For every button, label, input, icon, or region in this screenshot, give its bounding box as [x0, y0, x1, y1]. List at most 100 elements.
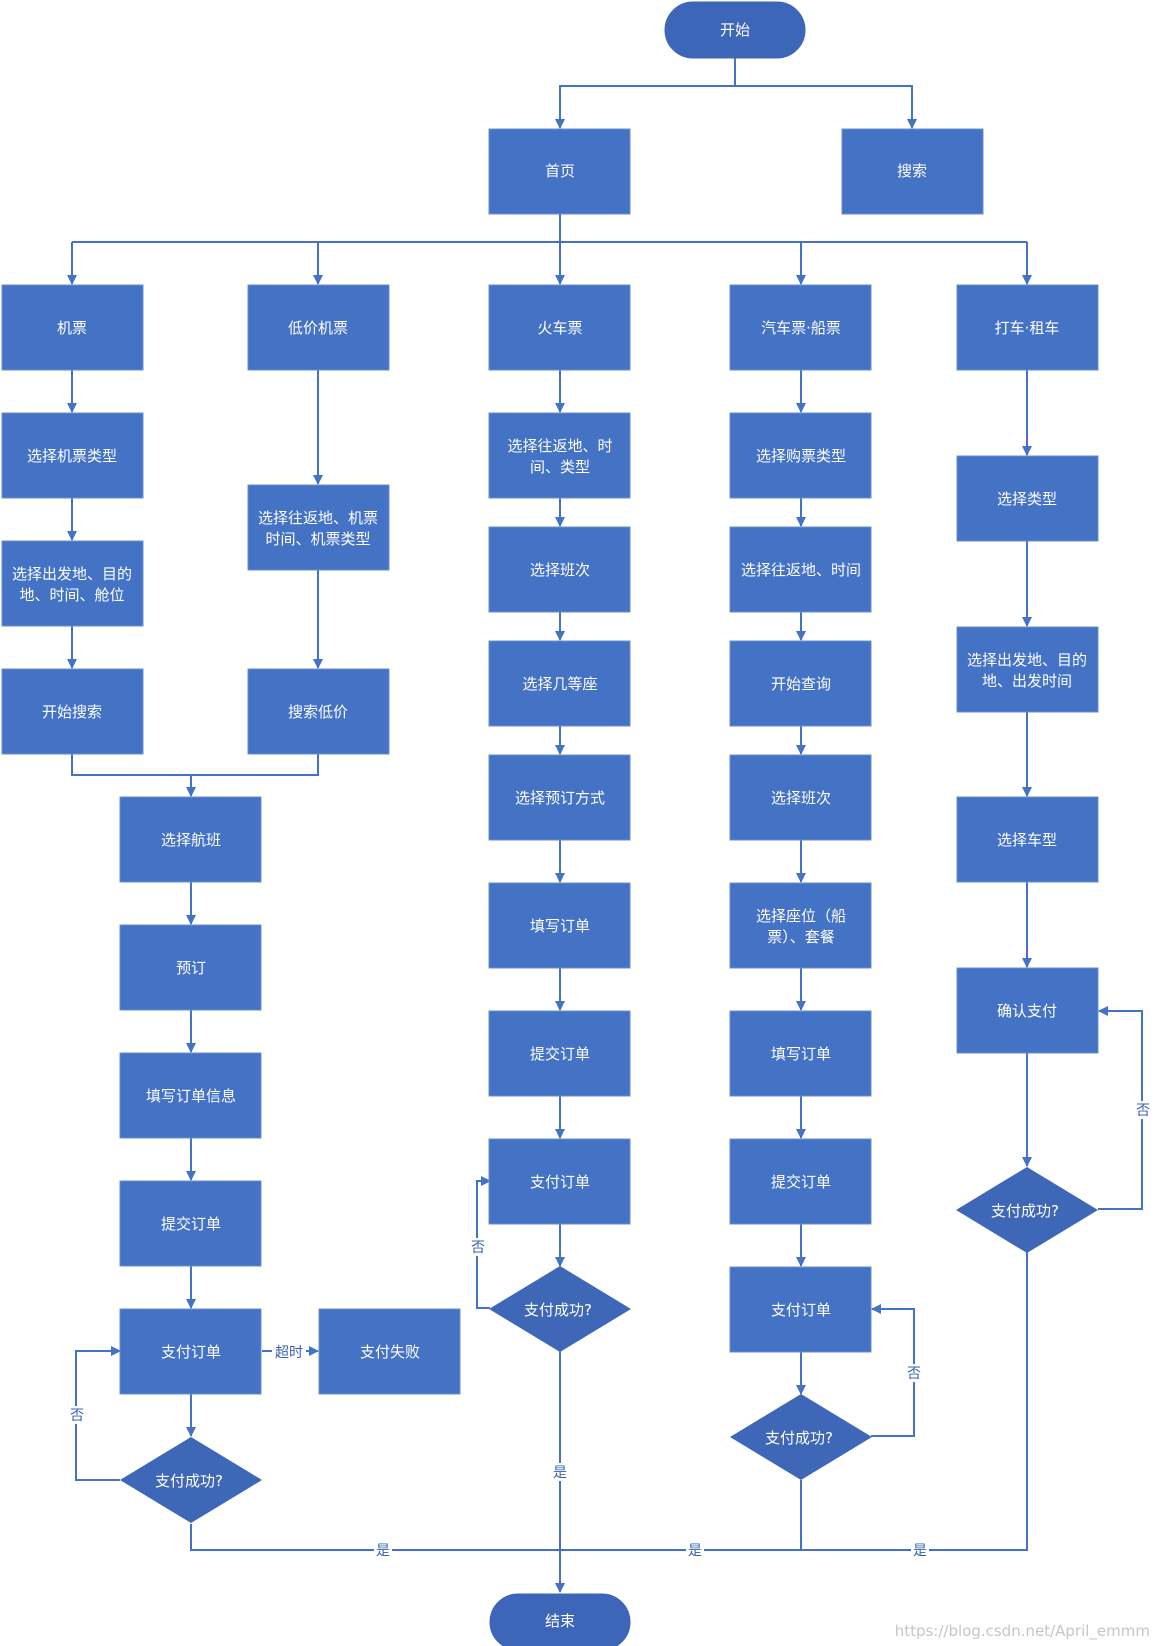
bus-fill-label: 填写订单 [771, 1045, 831, 1063]
train-submit-node [488, 1010, 631, 1097]
train-pay-decision-label: 支付成功? [524, 1301, 592, 1319]
start-node [664, 1, 806, 59]
flight-type-label: 选择机票类型 [27, 447, 117, 465]
train-pay-decision [489, 1266, 631, 1352]
flight-pay-decision [120, 1437, 262, 1523]
edges [67, 58, 1143, 1593]
bus-seat-node [729, 882, 872, 969]
flight-node [1, 284, 144, 371]
pay-fail-node [318, 1308, 461, 1395]
label-bg-yes-2 [686, 1541, 704, 1559]
taxi-pay-decision-label: 支付成功? [991, 1202, 1059, 1220]
bus-ship-label: 汽车票·船票 [761, 319, 841, 337]
bus-query-node [729, 640, 872, 727]
bus-submit-label: 提交订单 [771, 1173, 831, 1191]
taxi-pay-decision [956, 1167, 1098, 1253]
edge-start-search [735, 85, 917, 129]
train-label: 火车票 [537, 319, 582, 337]
cheap-search-node [247, 668, 390, 755]
edge-yes-collector [190, 1252, 1028, 1551]
bus-query-label: 开始查询 [771, 675, 831, 693]
bus-pay-label: 支付订单 [771, 1301, 831, 1319]
end-label: 结束 [545, 1612, 575, 1630]
edge-start-branch [555, 58, 736, 129]
train-booking-method-label: 选择预订方式 [515, 789, 605, 807]
train-route-label-2: 间、类型 [530, 458, 590, 476]
label-bg-yes-1 [374, 1541, 392, 1559]
train-schedule-label: 选择班次 [530, 561, 590, 579]
taxi-rental-label: 打车·租车 [995, 319, 1060, 337]
cheap-route-label-2: 时间、机票类型 [265, 530, 370, 548]
taxi-route-node [956, 626, 1099, 713]
bus-ticket-type-node [729, 412, 872, 499]
edge-label-no-train: 否 [471, 1240, 485, 1256]
taxi-car-model-label: 选择车型 [997, 831, 1057, 849]
flight-submit-label: 提交订单 [161, 1215, 221, 1233]
train-fill-node [488, 882, 631, 969]
taxi-type-node [956, 455, 1099, 542]
book-node [119, 924, 262, 1011]
edge-label-no-flight: 否 [70, 1408, 84, 1424]
train-submit-label: 提交订单 [530, 1045, 590, 1063]
train-node [488, 284, 631, 371]
search-label: 搜索 [897, 162, 927, 180]
choose-flight-label: 选择航班 [161, 831, 221, 849]
edge-cheap-merge [191, 754, 319, 776]
bus-ship-node [729, 284, 872, 371]
fill-order-info-label: 填写订单信息 [146, 1087, 236, 1105]
train-booking-method-node [488, 754, 631, 841]
bus-route-node [729, 526, 872, 613]
pay-fail-label: 支付失败 [360, 1343, 420, 1361]
bus-seat-label-1: 选择座位（船 [756, 907, 846, 925]
taxi-confirm-pay-label: 确认支付 [997, 1002, 1057, 1020]
cheap-route-label-1: 选择往返地、机票 [258, 509, 378, 527]
taxi-confirm-pay-node [956, 967, 1099, 1054]
edge-labels: 超时 否 否 否 否 是 是 是 是 [68, 1101, 1152, 1559]
label-bg-yes-train [551, 1463, 569, 1481]
cheap-route-node [247, 484, 390, 571]
train-fill-label: 填写订单 [530, 917, 590, 935]
label-bg-yes-3 [911, 1541, 929, 1559]
train-pay-label: 支付订单 [530, 1173, 590, 1191]
flight-route-label-1: 选择出发地、目的 [12, 565, 132, 583]
flight-search-label: 开始搜索 [42, 703, 102, 721]
edge-label-no-bus: 否 [907, 1366, 921, 1382]
cheap-search-label: 搜索低价 [288, 703, 348, 721]
train-route-node [488, 412, 631, 499]
nodes: 开始 结束 首页 搜索 机票 低价机票 火车票 汽车票·船票 打车·租车 选择机… [1, 1, 1099, 1646]
cheap-flight-label: 低价机票 [288, 319, 348, 337]
search-node [841, 128, 984, 215]
bus-seat-label-2: 票）、套餐 [767, 928, 835, 946]
start-label: 开始 [720, 21, 750, 39]
edge-label-yes-1: 是 [376, 1543, 390, 1559]
flight-pay-node [119, 1308, 262, 1395]
flight-route-node [1, 540, 144, 627]
choose-flight-node [119, 796, 262, 883]
train-schedule-node [488, 526, 631, 613]
bus-submit-node [729, 1138, 872, 1225]
flight-pay-label: 支付订单 [161, 1343, 221, 1361]
train-class-label: 选择几等座 [522, 675, 597, 693]
taxi-car-model-node [956, 796, 1099, 883]
taxi-rental-node [956, 284, 1099, 371]
flight-label: 机票 [57, 319, 87, 337]
label-bg-no-train [469, 1238, 487, 1256]
edge-label-yes-3: 是 [913, 1543, 927, 1559]
bus-ticket-type-label: 选择购票类型 [756, 447, 846, 465]
bus-schedule-label: 选择班次 [771, 789, 831, 807]
taxi-type-label: 选择类型 [997, 490, 1057, 508]
bus-pay-decision [730, 1394, 872, 1480]
watermark-text: https://blog.csdn.net/April_emmm [895, 1622, 1150, 1641]
bus-pay-decision-label: 支付成功? [765, 1429, 833, 1447]
bus-route-label: 选择往返地、时间 [741, 561, 861, 579]
label-bg-no-taxi [1134, 1101, 1152, 1119]
edge-label-timeout: 超时 [275, 1345, 303, 1361]
flight-type-node [1, 412, 144, 499]
cheap-flight-node [247, 284, 390, 371]
edge-flight-merge [71, 754, 196, 797]
edge-label-yes-train: 是 [553, 1465, 567, 1481]
train-pay-node [488, 1138, 631, 1225]
book-label: 预订 [176, 959, 206, 977]
bus-fill-node [729, 1010, 872, 1097]
